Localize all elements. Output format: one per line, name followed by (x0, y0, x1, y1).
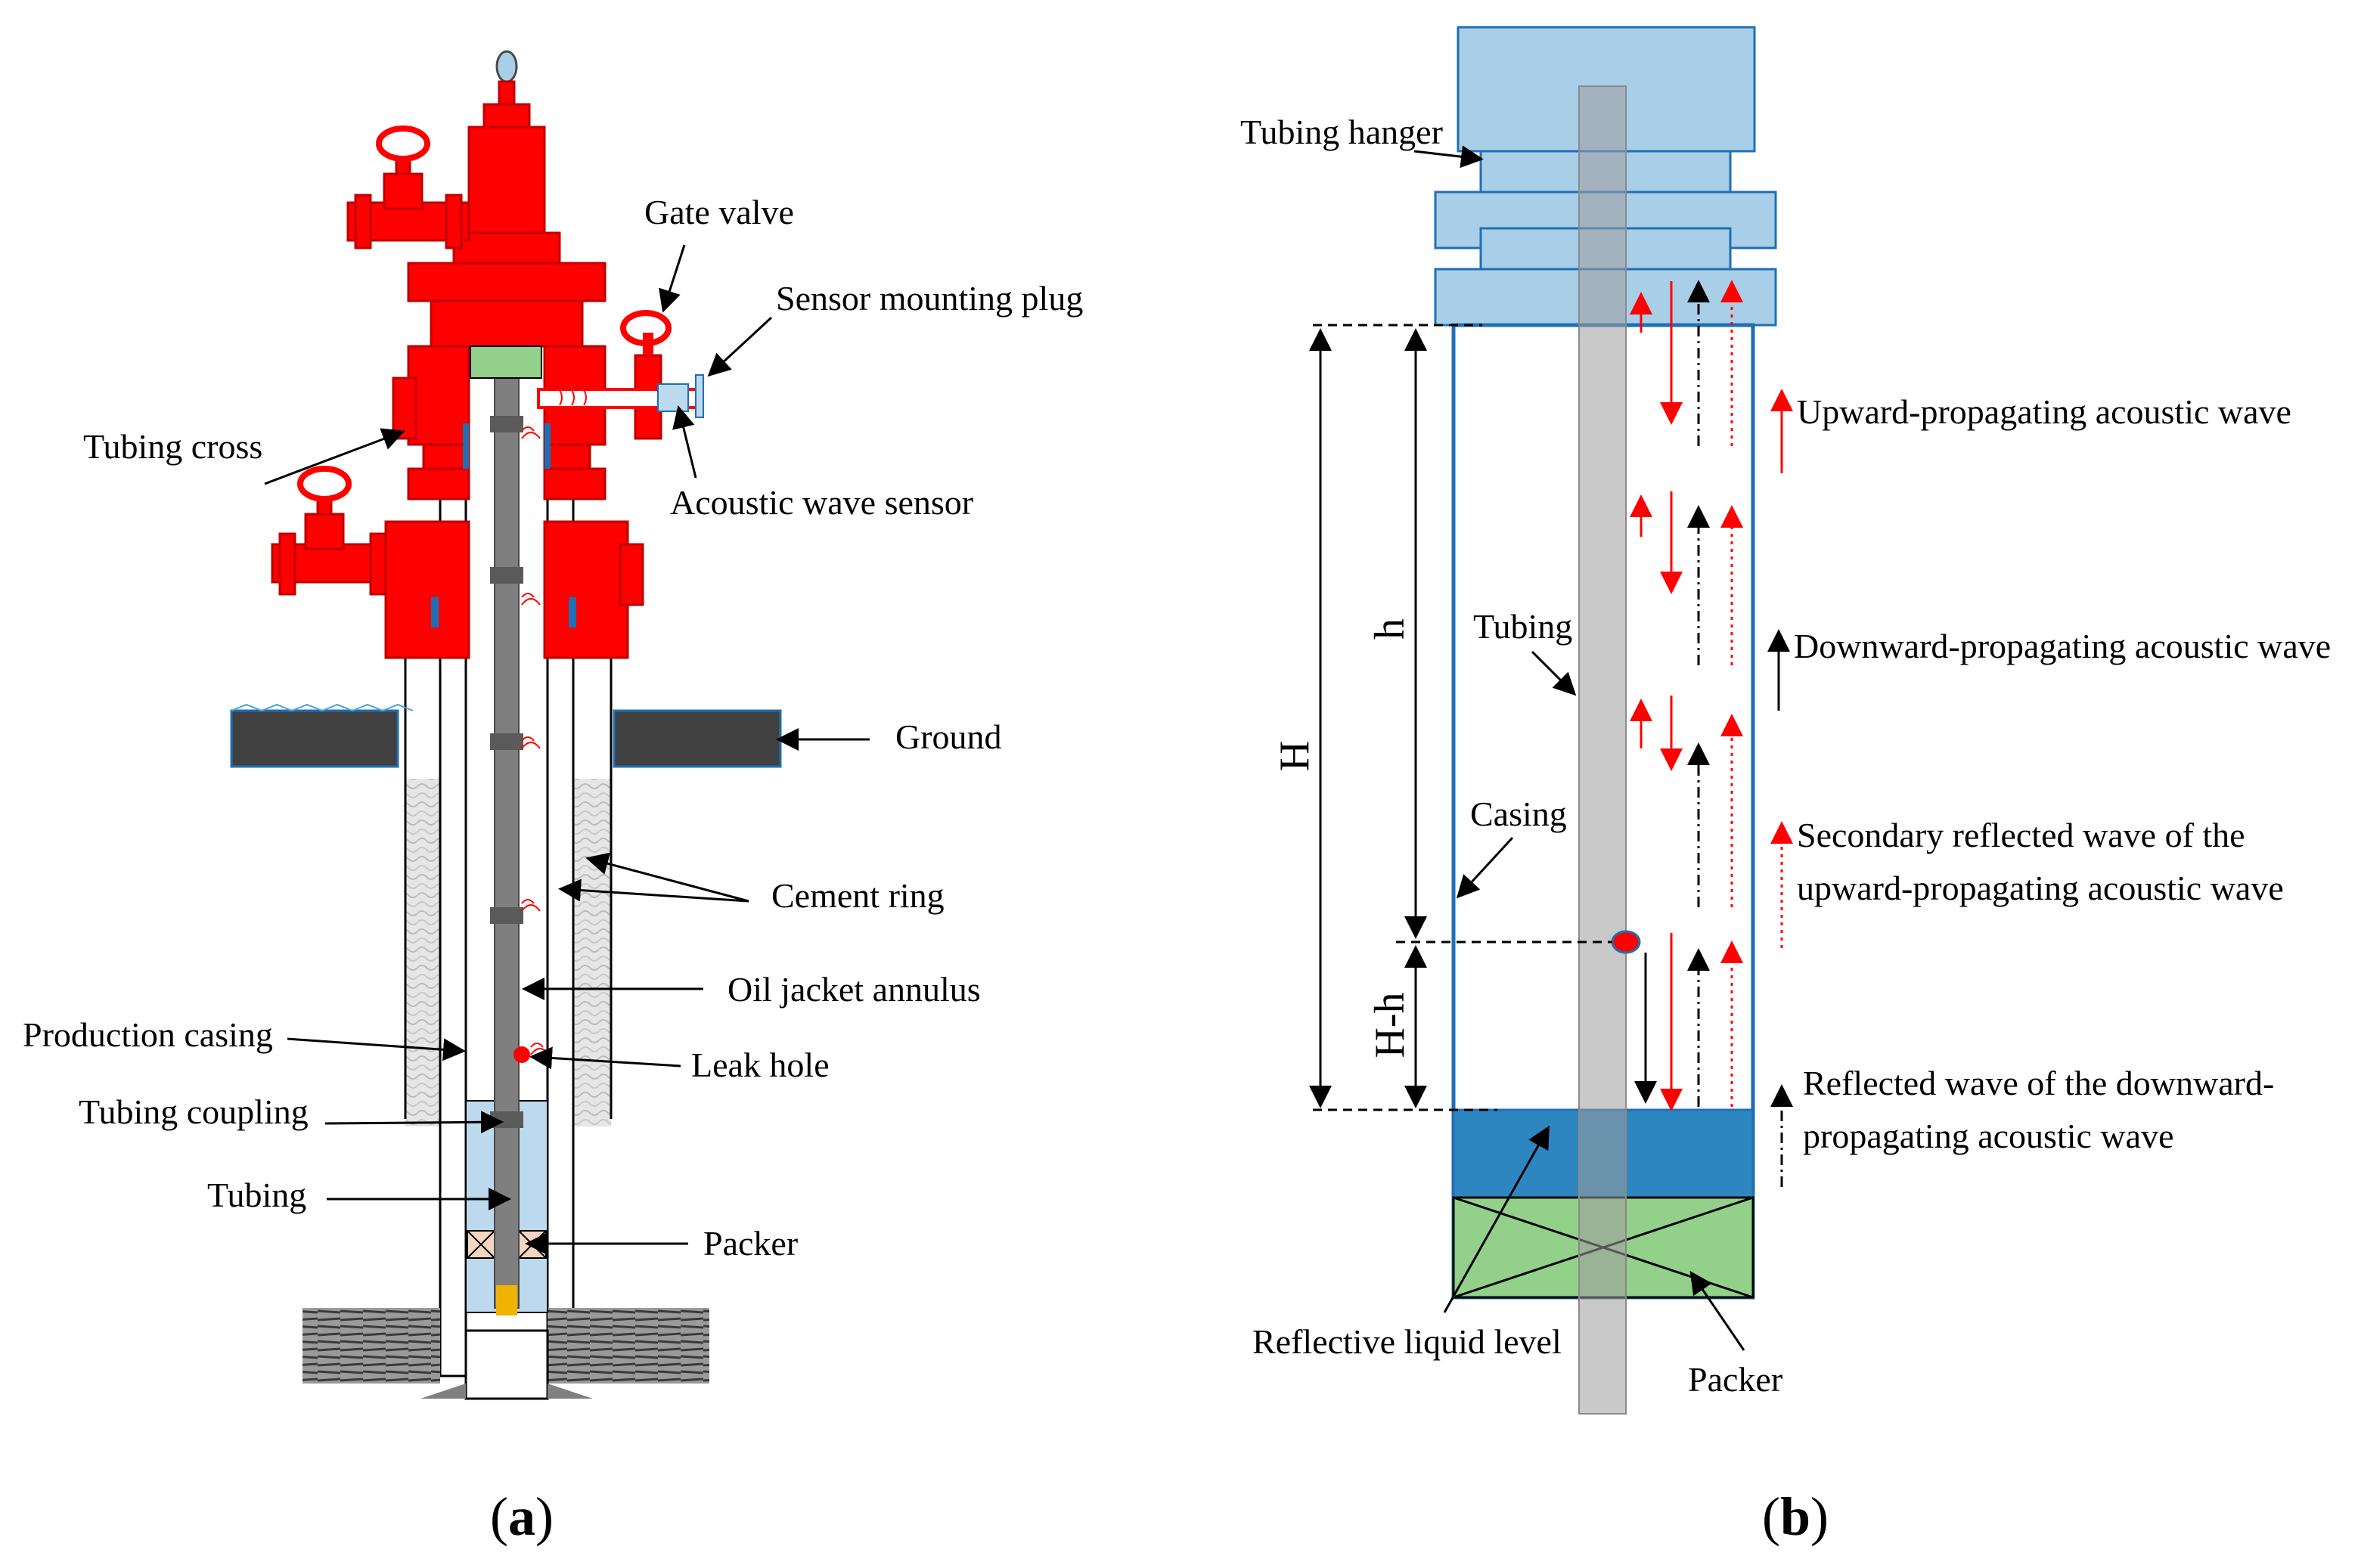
production-casing-left (439, 361, 467, 1377)
dimension-arrows (1309, 328, 1427, 1108)
label-tubing-cross: Tubing cross (83, 427, 262, 466)
caption-a: (a) (490, 1486, 554, 1547)
acoustic-wave-sensor (657, 383, 689, 412)
leak-point (1611, 930, 1641, 954)
label-oil-jacket-annulus: Oil jacket annulus (728, 970, 981, 1009)
legend-reflected-2: propagating acoustic wave (1803, 1117, 2173, 1155)
ground-right (613, 709, 782, 768)
panel-a: Gate valve Sensor mounting plug Tubing c… (23, 50, 1083, 1547)
wave-arrows (1630, 280, 1743, 1111)
label-packer-b: Packer (1688, 1360, 1782, 1399)
sensor-stem (643, 333, 653, 355)
casing-shoe-right (548, 1384, 593, 1399)
legend-secondary-1: Secondary reflected wave of the (1797, 816, 2245, 854)
label-gate-valve: Gate valve (644, 193, 794, 231)
acoustic-arcs (521, 426, 541, 912)
label-tubing: Tubing (207, 1176, 306, 1214)
dim-H: H (1271, 741, 1318, 771)
formation-left (405, 779, 440, 1126)
perforation-zone-right (548, 1308, 709, 1384)
label-tubing-coupling: Tubing coupling (79, 1092, 309, 1131)
tubing-b (1578, 85, 1627, 1415)
hanger-top (470, 346, 542, 379)
legend-secondary-2: upward-propagating acoustic wave (1797, 869, 2284, 907)
label-casing: Casing (1470, 795, 1567, 833)
legend-downward: Downward-propagating acoustic wave (1794, 627, 2331, 665)
label-production-casing: Production casing (23, 1015, 273, 1054)
dim-h: h (1367, 618, 1413, 640)
formation-right (573, 779, 611, 1126)
casing-shoe (420, 1384, 466, 1399)
panel-b-leaders (1413, 145, 1745, 1351)
label-tubing-b: Tubing (1473, 607, 1572, 646)
label-cement-ring: Cement ring (771, 876, 945, 915)
label-acoustic-wave-sensor: Acoustic wave sensor (670, 483, 973, 522)
panel-a-leaders (264, 244, 870, 1255)
production-casing-right (546, 361, 575, 1377)
legend-symbols (1767, 389, 1793, 1187)
wellhead-seals (431, 423, 576, 628)
wellhead (271, 50, 644, 659)
label-packer: Packer (703, 1224, 798, 1263)
legend-reflected-1: Reflected wave of the downward- (1803, 1064, 2274, 1102)
perforation-zone-left (302, 1308, 440, 1384)
panel-b: H h H-h (1240, 26, 2331, 1547)
sensor-mounting-plug (695, 374, 704, 418)
label-leak-hole: Leak hole (691, 1046, 830, 1084)
reference-lines (1313, 324, 1612, 1111)
label-sensor-mounting-plug: Sensor mounting plug (776, 279, 1083, 318)
leak-hole (513, 1046, 530, 1063)
dim-H-h: H-h (1367, 992, 1413, 1058)
label-reflective-liquid-level: Reflective liquid level (1252, 1322, 1562, 1361)
label-ground: Ground (895, 717, 1002, 756)
tubing-string (494, 347, 520, 1309)
caption-b: (b) (1762, 1486, 1829, 1547)
label-tubing-hanger: Tubing hanger (1240, 113, 1443, 151)
tubing-plug (496, 1285, 517, 1315)
wellbore-bottom (464, 1329, 549, 1400)
ground-left (230, 709, 399, 768)
legend-upward: Upward-propagating acoustic wave (1797, 392, 2291, 431)
